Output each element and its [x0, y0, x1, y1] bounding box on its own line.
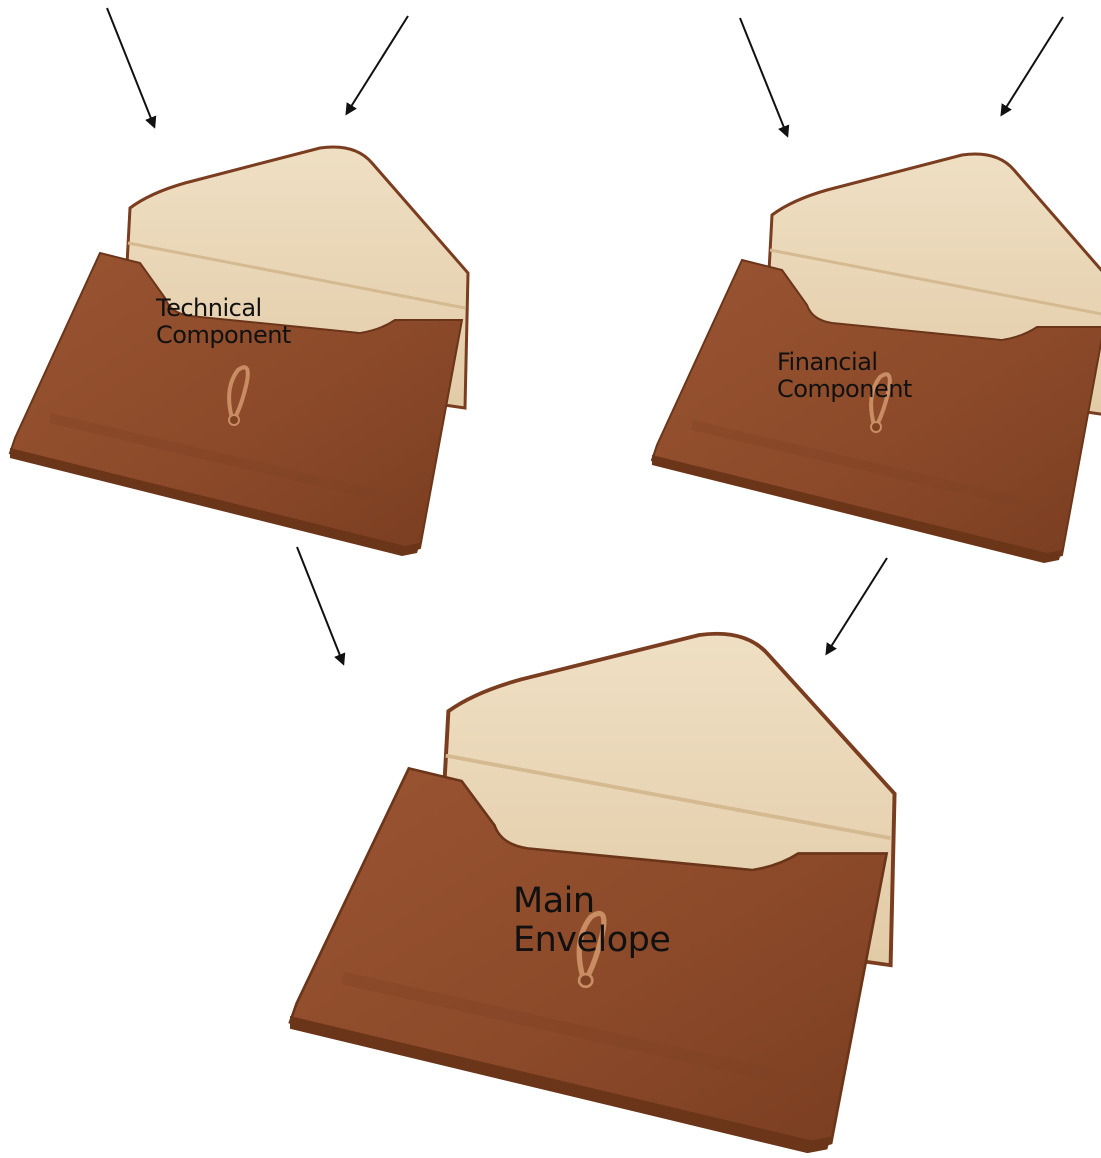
technical-envelope	[10, 147, 468, 556]
arrow-technical-to-main	[296, 546, 346, 666]
main-label-line2: Envelope	[513, 920, 671, 961]
main-label-line1: Main	[513, 881, 595, 921]
financial-component-label: Financial Component	[777, 349, 912, 403]
financial-label-line1: Financial	[777, 348, 878, 376]
arrow-into-financial-left	[739, 17, 790, 138]
arrow-into-financial-right	[1000, 16, 1064, 117]
arrow-financial-to-main	[825, 557, 888, 656]
technical-label-line1: Technical	[156, 294, 262, 322]
arrow-into-technical-left	[106, 7, 157, 129]
financial-label-line2: Component	[777, 374, 912, 403]
arrow-into-technical-right	[345, 15, 409, 116]
main-envelope-label: Main Envelope	[513, 881, 671, 961]
technical-component-label: Technical Component	[156, 295, 291, 349]
technical-label-line2: Component	[156, 320, 291, 349]
